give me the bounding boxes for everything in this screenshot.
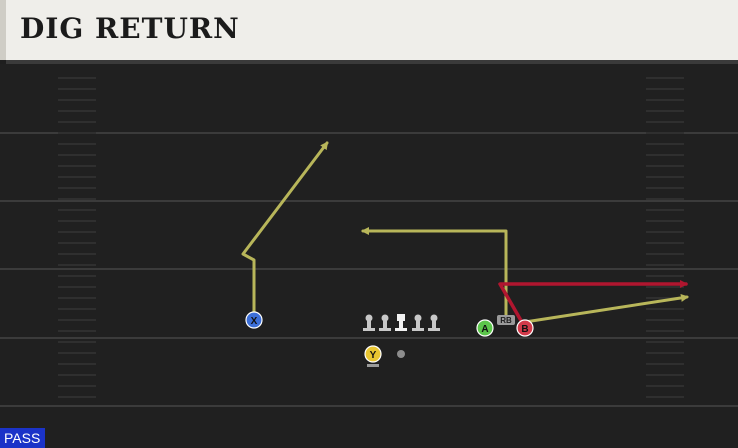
offensive-line — [363, 314, 440, 331]
lineman-icon — [379, 314, 391, 331]
play-title-bar: DIG RETURN — [0, 0, 738, 64]
lineman-icon — [412, 314, 424, 331]
center-icon — [395, 314, 407, 331]
player-b-icon: B — [516, 319, 534, 337]
player-x-label: X — [251, 316, 258, 327]
route-a — [361, 227, 508, 324]
player-a-label: A — [481, 324, 488, 335]
play-type-badge: PASS — [0, 428, 46, 448]
lineman-icon — [363, 314, 375, 331]
route-x — [241, 141, 329, 320]
player-y-label: Y — [370, 350, 377, 361]
playbook-field — [0, 64, 738, 448]
running-back-tag: RB — [497, 315, 515, 325]
route-b-primary — [523, 293, 689, 324]
lineman-icon — [428, 314, 440, 331]
player-x-icon: X — [245, 311, 263, 329]
play-title: DIG RETURN — [20, 12, 240, 45]
player-y-icon: Y — [364, 345, 382, 367]
yard-lines — [0, 132, 738, 407]
hash-marks — [58, 77, 684, 398]
player-b-label: B — [521, 324, 528, 335]
rb-label: RB — [500, 316, 512, 325]
quarterback-dot — [397, 350, 405, 358]
player-a-icon: A — [476, 319, 494, 337]
route-b-hot — [498, 280, 688, 326]
routes — [241, 141, 689, 326]
